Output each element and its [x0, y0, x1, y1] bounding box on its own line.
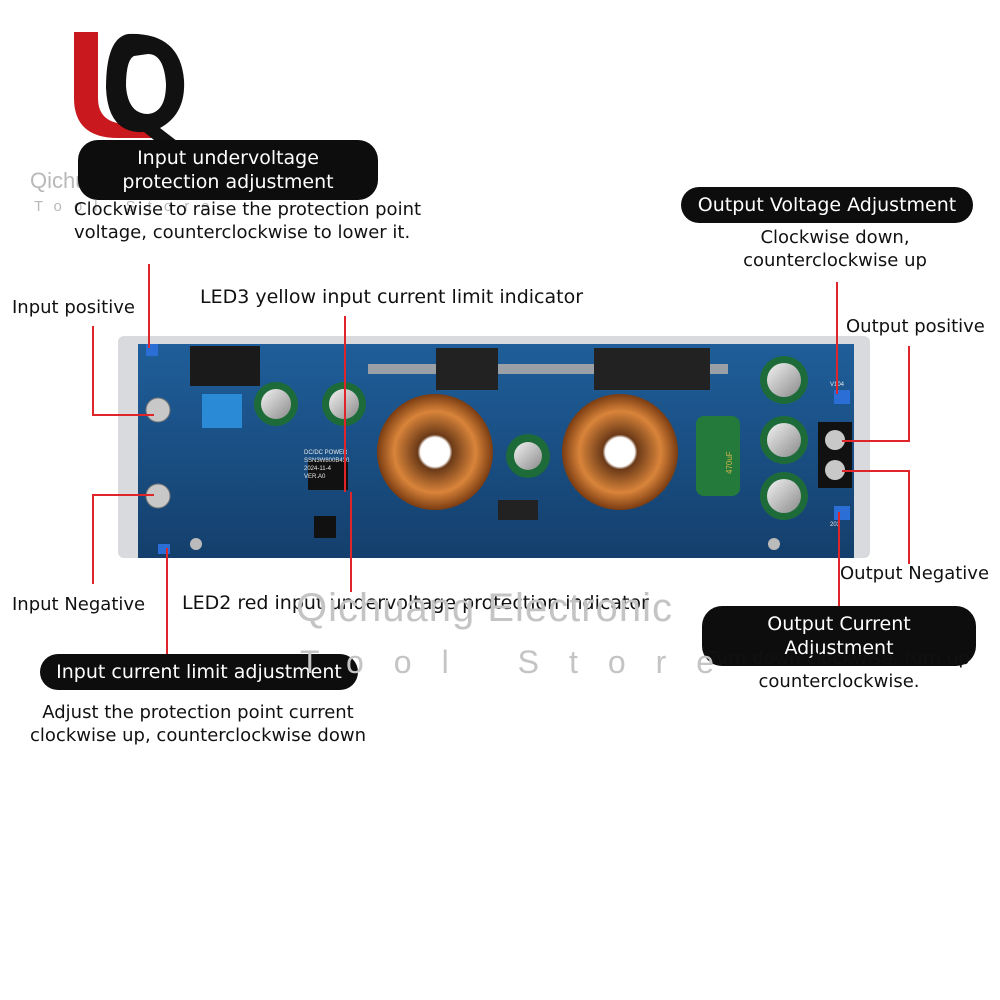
logo-letters: LQ: [68, 28, 70, 29]
brand-logo: LQ: [68, 28, 186, 148]
output-voltage-desc: Clockwise down, counterclockwise up: [743, 227, 927, 271]
leader-output-current: [838, 512, 840, 606]
silk-version: VER.A0: [304, 474, 326, 480]
led3-label: LED3 yellow input current limit indicato…: [200, 286, 584, 308]
leader-input-negative: [92, 494, 94, 584]
leader-output-positive-h: [842, 440, 910, 442]
pcb-board-photo: DC/DC POWER SSN3W800B430 2024-11-4 VER.A…: [118, 336, 870, 558]
output-current-desc: Turn down clockwise, turn up countercloc…: [708, 648, 970, 692]
leader-led3: [344, 316, 346, 492]
silk-cap: 470uF: [725, 451, 734, 474]
leader-input-positive-h: [92, 414, 154, 416]
leader-led2: [350, 492, 352, 592]
leader-input-negative-h: [92, 494, 154, 496]
leader-output-negative: [908, 470, 910, 564]
leader-input-current: [166, 548, 168, 656]
leader-output-positive: [908, 346, 910, 440]
silk-date: 2024-11-4: [304, 466, 332, 472]
output-current-title: Output Current Adjustment: [702, 606, 976, 666]
silk-pot-c: 203: [830, 522, 841, 528]
output-negative-label: Output Negative: [840, 563, 990, 584]
input-positive-label: Input positive: [12, 297, 135, 318]
input-current-desc: Adjust the protection point current cloc…: [30, 702, 366, 746]
silk-title: DC/DC POWER: [304, 450, 348, 456]
leader-output-voltage: [836, 282, 838, 394]
input-uvp-desc: Clockwise to raise the protection point …: [74, 199, 422, 243]
input-negative-label: Input Negative: [12, 594, 146, 615]
watermark-tagline-center: Tool Store: [300, 644, 745, 680]
leader-output-negative-h: [842, 470, 910, 472]
watermark-tagline-top: Tool Store: [34, 198, 222, 215]
led2-label: LED2 red input undervoltage protection i…: [182, 592, 649, 614]
leader-input-positive: [92, 326, 94, 416]
silk-model: SSN3W800B430: [304, 458, 350, 464]
input-current-title: Input current limit adjustment: [40, 654, 358, 690]
leader-input-uvp: [148, 264, 150, 348]
output-voltage-title: Output Voltage Adjustment: [681, 187, 973, 223]
output-positive-label: Output positive: [846, 316, 985, 337]
input-uvp-title: Input undervoltage protection adjustment: [78, 140, 378, 200]
watermark-name-center: Qichuang Electronic: [296, 586, 673, 630]
